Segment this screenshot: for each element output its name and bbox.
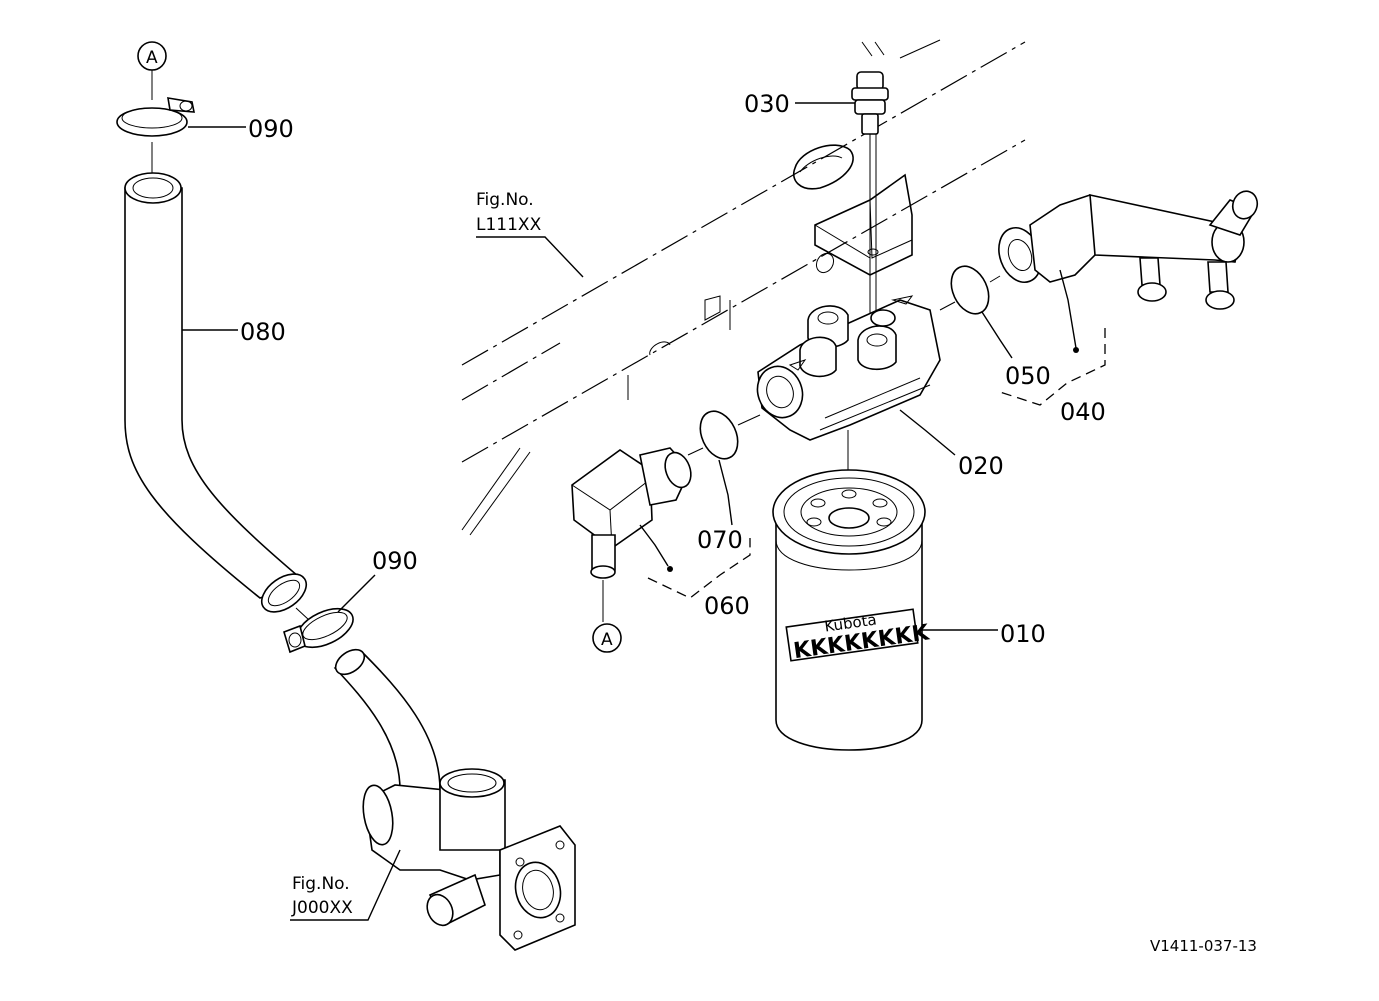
- dot-040: [1073, 347, 1079, 353]
- label-090-bottom: 090: [372, 547, 418, 575]
- label-040: 040: [1060, 398, 1106, 426]
- part-090-hose-clamp-top: [116, 97, 195, 137]
- frame-ref-line1: Fig.No.: [476, 190, 534, 210]
- part-040-elbow-fitting: [998, 190, 1259, 310]
- part-030-air-vent-bolt: [851, 71, 889, 320]
- engine-inlet-fitting: [333, 648, 576, 951]
- part-020-filter-head: [756, 295, 941, 441]
- pump-figure-reference: Fig.No. J000XX: [290, 849, 401, 921]
- part-060-elbow-fitting: [571, 447, 692, 622]
- label-020: 020: [958, 452, 1004, 480]
- frame-ref-line2: L111XX: [476, 215, 542, 235]
- part-090-hose-clamp-bottom: [283, 607, 354, 654]
- dot-060: [667, 566, 673, 572]
- label-030: 030: [744, 90, 790, 118]
- frame-figure-reference: Fig.No. L111XX: [476, 190, 584, 278]
- connection-marker-lower: A: [592, 623, 622, 653]
- part-070-o-ring: [699, 410, 739, 460]
- label-060: 060: [704, 592, 750, 620]
- marker-lower-text: A: [601, 630, 613, 650]
- label-080: 080: [240, 318, 286, 346]
- pump-ref-line1: Fig.No.: [292, 874, 350, 894]
- label-070: 070: [697, 526, 743, 554]
- drawing-code: V1411-037-13: [1150, 937, 1257, 955]
- pump-ref-line2: J000XX: [291, 898, 353, 918]
- part-010-oil-filter-cartridge: Kubota KKKKKKKK: [772, 430, 932, 751]
- part-050-o-ring: [950, 265, 990, 315]
- marker-upper-text: A: [146, 48, 158, 68]
- label-050: 050: [1005, 362, 1051, 390]
- label-090-top: 090: [248, 115, 294, 143]
- label-010: 010: [1000, 620, 1046, 648]
- connection-marker-upper: A: [137, 41, 167, 100]
- part-080-hose: [124, 172, 308, 613]
